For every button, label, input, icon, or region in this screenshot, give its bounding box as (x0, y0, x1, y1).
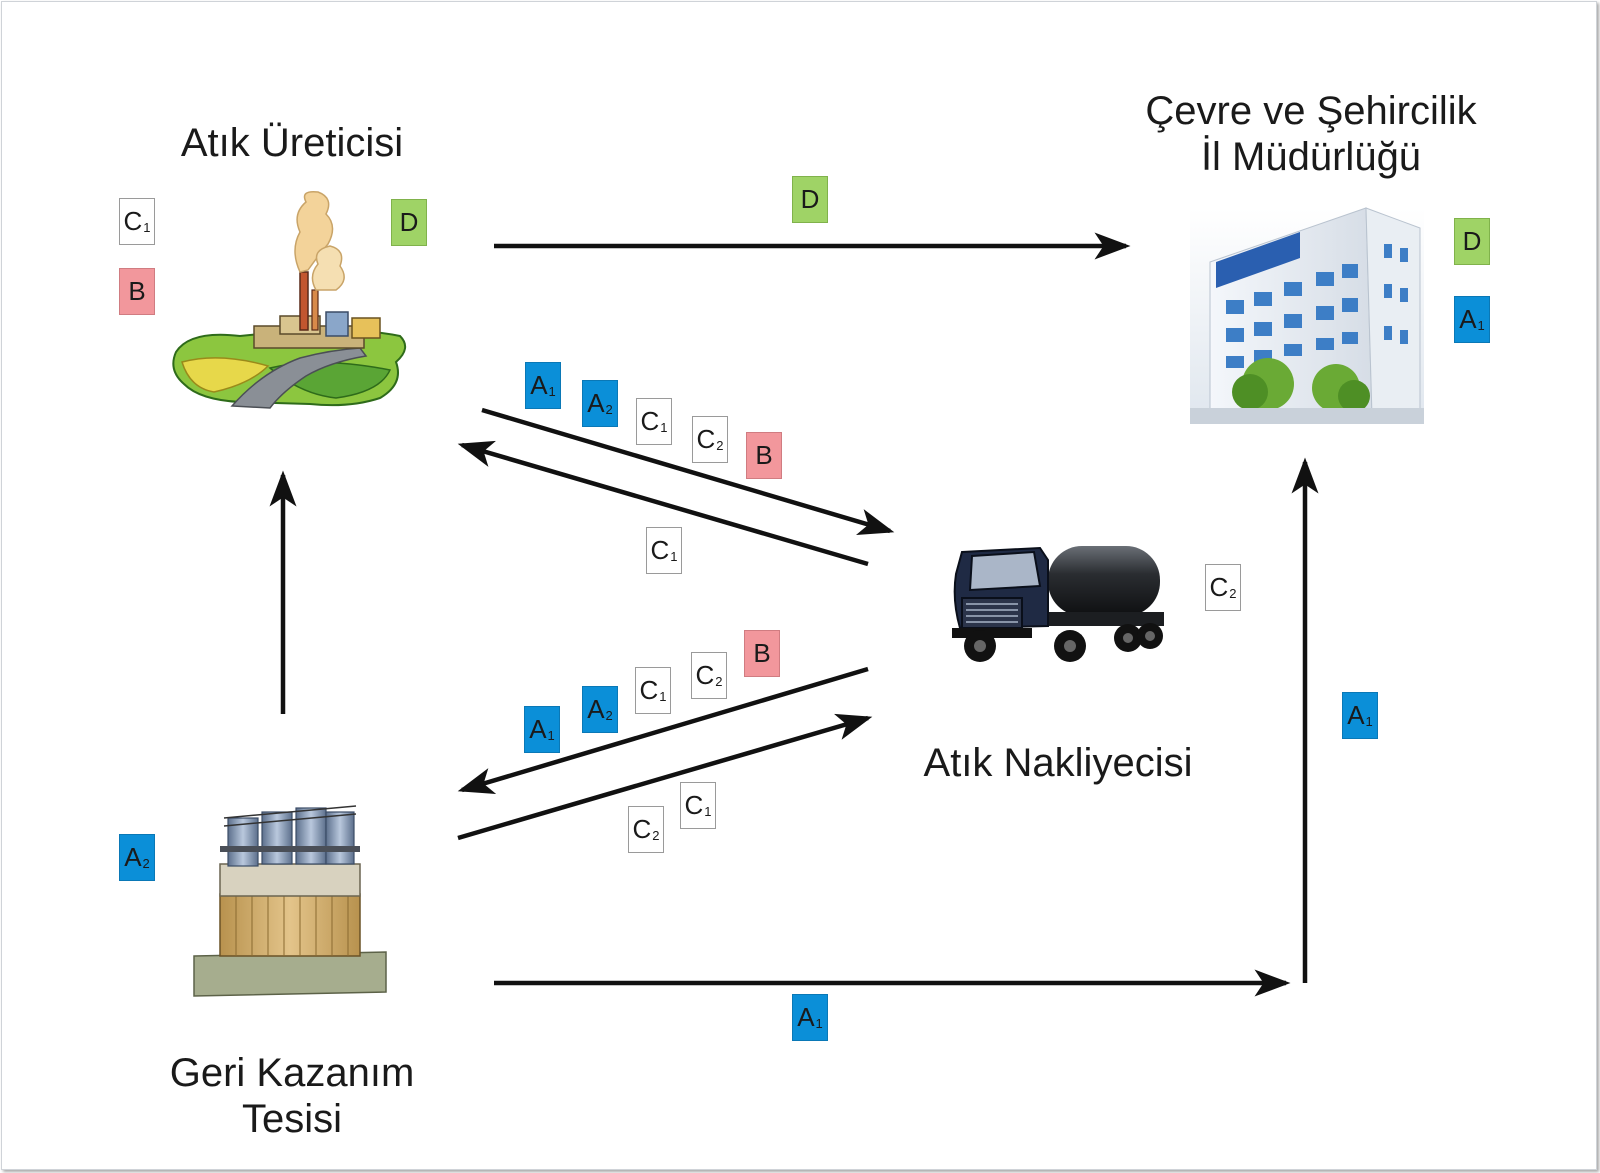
arrow-recovery-to-transporter (457, 713, 873, 841)
tag-subscript: 1 (1477, 318, 1485, 333)
tag-letter: D (800, 184, 820, 214)
tag-letter: A (529, 714, 547, 744)
tag-subscript: 2 (605, 402, 613, 417)
tanker-truck-image (952, 546, 1164, 662)
arrow-transporter-to-recovery (457, 666, 869, 794)
tag-subscript: 1 (670, 549, 678, 564)
tag-subscript: 1 (547, 728, 555, 743)
tag-subscript: 1 (815, 1016, 823, 1031)
tag-producer-d: D (391, 199, 427, 246)
tag-letter: A (1459, 304, 1477, 334)
recovery-title-line1: Geri Kazanım (169, 1051, 415, 1095)
tag-letter: A (530, 370, 548, 400)
tag-producer-b: B (119, 268, 155, 315)
tag-subscript: 1 (548, 384, 556, 399)
recovery-facility-image (193, 805, 387, 997)
tag-letter: C (695, 660, 715, 690)
tag-letter: A (587, 694, 605, 724)
tag-subscript: 2 (716, 438, 724, 453)
factory-image (172, 190, 407, 409)
tag-upper-b: B (746, 432, 782, 479)
tag-letter: A (587, 388, 605, 418)
tag-subscript: 1 (659, 689, 667, 704)
ministry-title: Çevre ve Şehircilik İl Müdürlüğü (1116, 88, 1506, 180)
tag-letter: C (640, 406, 660, 436)
tag-subscript: 1 (143, 220, 151, 235)
tag-letter: B (128, 276, 146, 306)
tag-letter: A (797, 1002, 815, 1032)
producer-title: Atık Üreticisi (180, 121, 404, 165)
tag-subscript: 2 (605, 708, 613, 723)
tag-letter: C (123, 206, 143, 236)
tag-letter: C (650, 535, 670, 565)
tag-subscript: 2 (715, 674, 723, 689)
tag-subscript: 2 (1229, 586, 1237, 601)
tag-letter: B (755, 440, 773, 470)
tag-letter: C (632, 814, 652, 844)
tag-subscript: 1 (704, 804, 712, 819)
tag-letter: C (1209, 572, 1229, 602)
arrow-transporter-to-producer (457, 440, 869, 567)
tag-ministry-d: D (1454, 218, 1490, 265)
flow-arrows (269, 232, 1319, 997)
tag-letter: D (399, 207, 419, 237)
tag-subscript: 2 (652, 828, 660, 843)
ministry-title-line2: İl Müdürlüğü (1200, 135, 1422, 179)
tag-letter: B (753, 638, 771, 668)
tag-arrow-top-d: D (792, 176, 828, 223)
tag-letter: D (1462, 226, 1482, 256)
ministry-title-line1: Çevre ve Şehircilik (1145, 89, 1477, 133)
tag-letter: A (1347, 700, 1365, 730)
recovery-title: Geri Kazanım Tesisi (150, 1050, 434, 1142)
tag-subscript: 1 (660, 420, 668, 435)
tag-subscript: 1 (1365, 714, 1373, 729)
tag-subscript: 2 (142, 856, 150, 871)
tag-letter: C (684, 790, 704, 820)
tag-lower-b: B (744, 630, 780, 677)
recovery-title-line2: Tesisi (241, 1097, 343, 1141)
tag-letter: C (696, 424, 716, 454)
arrow-producer-to-transporter (481, 407, 895, 535)
ministry-building-image (1190, 207, 1424, 424)
tag-letter: A (124, 842, 142, 872)
tag-letter: C (639, 675, 659, 705)
transporter-title: Atık Nakliyecisi (923, 741, 1193, 785)
